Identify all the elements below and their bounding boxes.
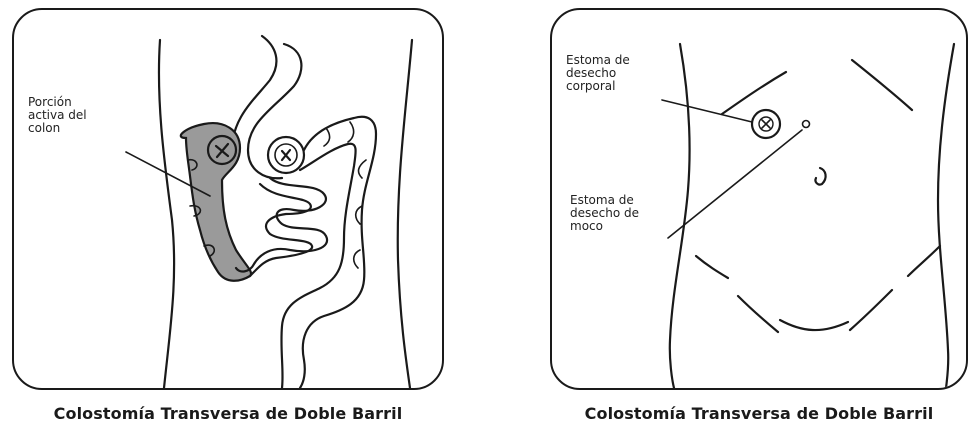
caption-left: Colostomía Transversa de Doble Barril — [12, 404, 444, 423]
rib-line-left — [722, 72, 786, 114]
torso-outline-right — [938, 44, 954, 388]
stomach-outline-inner — [232, 36, 276, 150]
navel — [815, 168, 825, 185]
body-outline-right — [398, 40, 412, 388]
colon-illustration — [14, 10, 444, 390]
groin-line-right — [850, 290, 892, 330]
abdomen-line-right — [908, 246, 940, 276]
pelvic-curve — [780, 320, 848, 330]
groin-line-left — [738, 296, 778, 332]
rib-line-right — [852, 60, 912, 110]
colon-diagram-panel: Porción activa del colon — [12, 8, 444, 390]
abdomen-diagram-panel: Estoma de desecho corporal Estoma de des… — [550, 8, 968, 390]
abdomen-line-left — [696, 256, 728, 278]
caption-right: Colostomía Transversa de Doble Barril — [550, 404, 968, 423]
label-body-waste-stoma: Estoma de desecho corporal — [566, 54, 630, 93]
torso-outline-left — [670, 44, 690, 388]
label-mucus-stoma: Estoma de desecho de moco — [570, 194, 639, 233]
body-outline-left — [159, 40, 174, 388]
label-active-colon: Porción activa del colon — [28, 96, 87, 135]
transverse-colon — [300, 117, 376, 388]
mucus-stoma — [803, 121, 810, 128]
